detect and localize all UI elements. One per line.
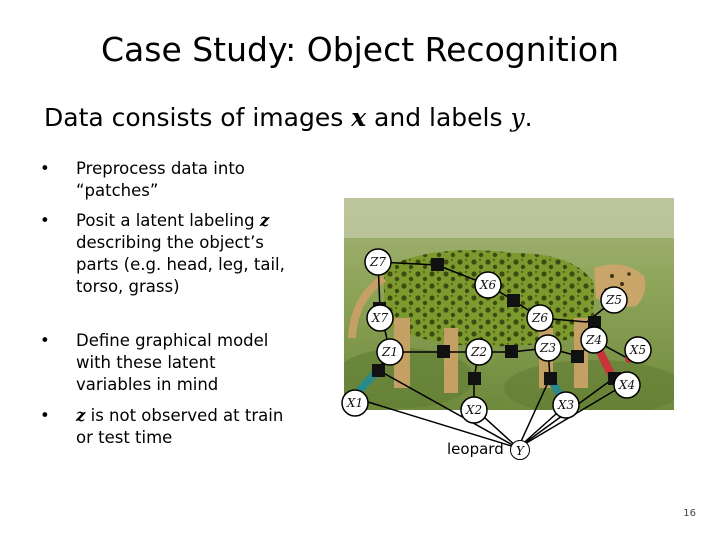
node-y: Y	[510, 440, 530, 460]
bullet-var-z: z	[76, 406, 86, 425]
node-z5: Z5	[605, 293, 622, 307]
subtitle-var-y: y	[510, 103, 525, 132]
node-z7: Z7	[369, 255, 386, 269]
bullet-item: • z is not observed at train or test tim…	[36, 405, 286, 449]
subtitle-end: .	[524, 103, 533, 132]
node-x1-upper: X7	[371, 311, 389, 325]
bullet-var-z: z	[259, 211, 270, 230]
node-x6: X6	[479, 278, 497, 292]
slide-subtitle: Data consists of images x and labels y.	[44, 103, 533, 132]
node-z4: Z4	[585, 333, 602, 347]
bullet-text: Define graphical model with these latent…	[76, 331, 269, 394]
bullet-dot: •	[40, 159, 50, 178]
bullet-text-pre: Posit a latent labeling	[76, 211, 260, 230]
node-z1: Z1	[381, 345, 398, 359]
bullet-text-post: is not observed at train or test time	[76, 406, 284, 447]
leopard-label: leopard	[447, 440, 504, 458]
bullet-dot: •	[40, 406, 50, 425]
node-x5: X5	[629, 343, 646, 357]
bullet-item: • Preprocess data into “patches”	[36, 158, 286, 202]
subtitle-prefix: Data consists of images	[44, 103, 352, 132]
node-x2: X2	[465, 403, 482, 417]
node-x1: X1	[346, 396, 363, 410]
slide-title: Case Study: Object Recognition	[100, 30, 620, 69]
node-x3: X3	[557, 398, 575, 412]
subtitle-var-x: x	[351, 103, 367, 132]
bullet-item: • Posit a latent labeling z describing t…	[36, 210, 286, 298]
node-z2: Z2	[470, 345, 487, 359]
subtitle-mid: and labels	[366, 103, 511, 132]
node-x6-b: Z6	[531, 311, 548, 325]
bullet-text: Preprocess data into “patches”	[76, 159, 245, 200]
bullet-dot: •	[40, 211, 50, 230]
bullet-text-post: describing the object’s parts (e.g. head…	[76, 233, 285, 296]
bullet-dot: •	[40, 331, 50, 350]
node-z3: Z3	[539, 341, 556, 355]
bullet-item: • Define graphical model with these late…	[36, 330, 286, 396]
page-number: 16	[683, 508, 696, 519]
node-x4: X4	[618, 378, 635, 392]
